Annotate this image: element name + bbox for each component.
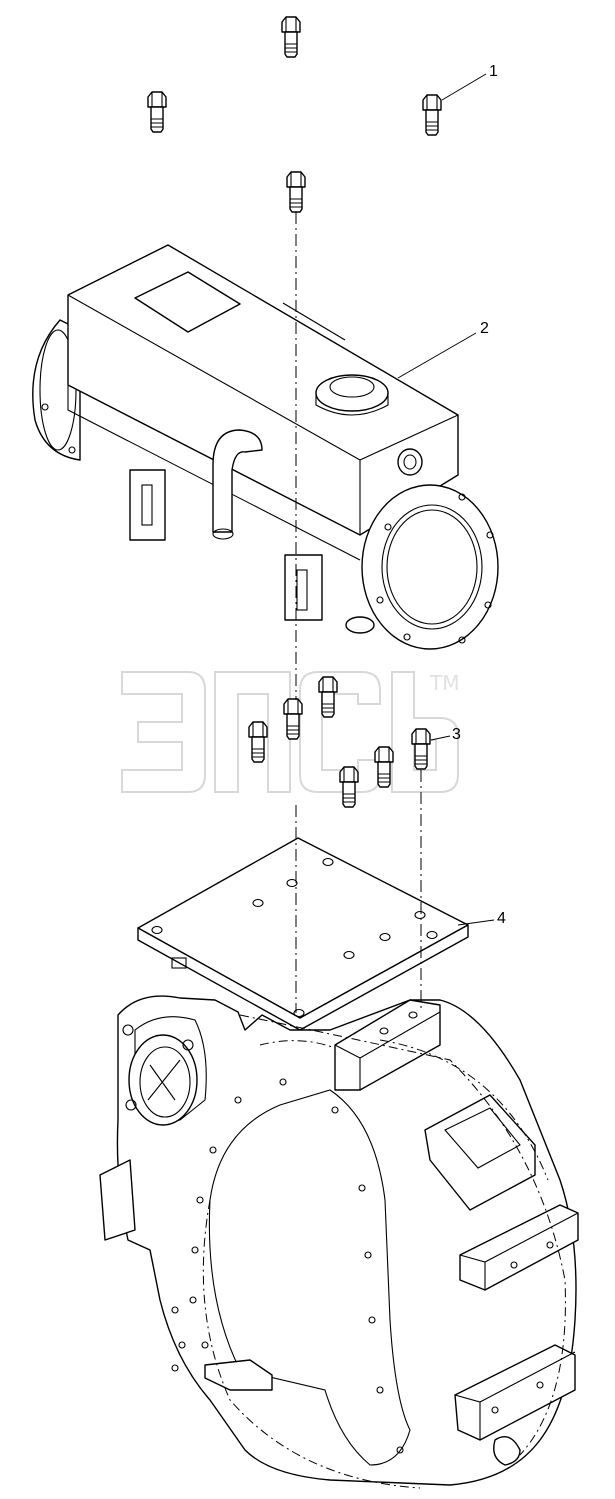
trademark-text: TM bbox=[429, 671, 459, 695]
bolt-mid-3 bbox=[248, 721, 268, 763]
bolt-mid-4 bbox=[411, 728, 431, 770]
bolt-top-left bbox=[147, 91, 167, 133]
bolt-top-right bbox=[422, 94, 442, 136]
callout-label-4: 4 bbox=[497, 910, 506, 927]
bolt-mid-5 bbox=[374, 746, 394, 788]
bolt-mid-1 bbox=[318, 676, 338, 718]
bolt-mid-6 bbox=[339, 766, 359, 808]
bolt-upper-mid bbox=[286, 171, 306, 213]
callout-label-1: 1 bbox=[489, 63, 498, 80]
bolt-top-center bbox=[281, 16, 301, 58]
callout-label-2: 2 bbox=[480, 320, 489, 337]
assembly-center-lines bbox=[295, 212, 422, 1013]
callout-leaders bbox=[397, 73, 495, 926]
mounting-plate bbox=[137, 837, 469, 1031]
bolt-mid-2 bbox=[283, 698, 303, 740]
callout-label-3: 3 bbox=[452, 726, 461, 743]
housing-assembly bbox=[32, 244, 499, 650]
flywheel-housing bbox=[99, 995, 579, 1489]
